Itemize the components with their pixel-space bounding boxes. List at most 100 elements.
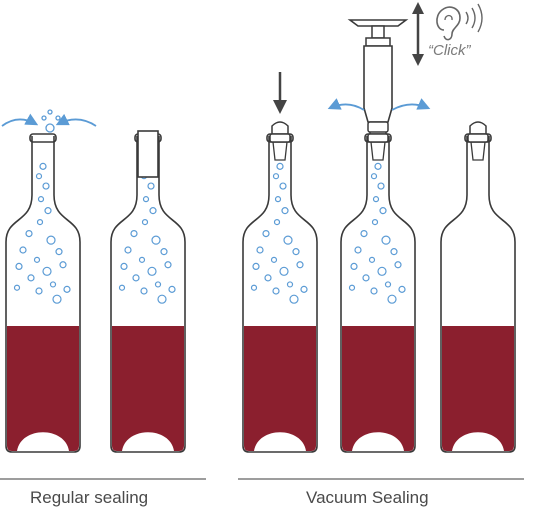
bottle-outline: [340, 136, 416, 453]
air-bubble: [281, 207, 289, 215]
bottle-punt: [254, 432, 306, 451]
air-bubble: [370, 173, 378, 180]
bottle-punt: [452, 432, 504, 451]
air-bubble: [283, 235, 293, 245]
air-bubble: [348, 284, 356, 291]
air-bubble: [147, 266, 157, 276]
air-bubble: [157, 294, 167, 304]
air-bubble: [33, 256, 41, 263]
air-bubble: [41, 115, 47, 121]
air-bubble: [63, 285, 71, 293]
air-bubble: [289, 294, 299, 304]
stopper-plug: [370, 141, 386, 161]
air-bubble: [35, 173, 43, 180]
air-bubble: [372, 196, 380, 203]
air-bubble: [384, 281, 392, 288]
air-bubble: [279, 266, 289, 276]
air-bubble: [379, 207, 387, 215]
bottle-vacuum-pumping: [340, 121, 416, 453]
air-bubble: [55, 248, 63, 256]
pump-motion-arrow-up: [412, 2, 424, 14]
air-bubble: [394, 261, 402, 269]
click-sound-label: “Click”: [428, 42, 471, 59]
bottle-regular-cork: [110, 130, 186, 453]
cork-icon: [137, 130, 159, 178]
pump-handle: [347, 19, 409, 27]
air-bubble: [256, 246, 264, 254]
regular-sealing-label: Regular sealing: [30, 488, 149, 507]
pump-collar: [365, 37, 391, 47]
air-bubble: [36, 219, 44, 226]
bottle-regular-open: [5, 133, 81, 453]
air-out-arrow-right: [391, 98, 431, 111]
air-bubble: [274, 196, 282, 203]
air-bubble: [360, 230, 368, 238]
sound-wave-icon: [465, 11, 469, 25]
stopper-collar: [269, 133, 291, 143]
air-bubble: [368, 256, 376, 263]
air-bubble: [141, 219, 149, 226]
air-bubble: [149, 207, 157, 215]
air-bubble: [168, 285, 176, 293]
air-bubble: [273, 219, 281, 226]
air-out-arrow-left: [327, 98, 365, 111]
air-bubble: [377, 182, 385, 190]
bottle-outline: [5, 136, 81, 453]
air-bubble: [120, 262, 128, 270]
air-bubble: [381, 235, 391, 245]
bottle-outline: [242, 136, 318, 453]
bottle-vacuum-stopper: [242, 121, 318, 453]
bottle-lip: [29, 133, 57, 143]
air-in-arrow-left: [1, 113, 39, 127]
air-bubble: [371, 219, 379, 226]
air-bubble: [350, 262, 358, 270]
air-bubble: [276, 162, 284, 170]
air-bubble: [286, 281, 294, 288]
sound-wave-icon: [471, 7, 476, 29]
bottle-outline: [110, 136, 186, 453]
air-bubble: [398, 285, 406, 293]
vacuum-sealing-label: Vacuum Sealing: [306, 488, 429, 507]
air-bubble: [35, 287, 43, 295]
air-bubble: [142, 196, 150, 203]
air-bubble: [15, 262, 23, 270]
pump-stem: [371, 25, 385, 39]
stopper-plug: [272, 141, 288, 161]
air-in-arrow-right: [55, 113, 97, 127]
air-bubble: [296, 261, 304, 269]
air-bubble: [55, 115, 61, 121]
air-bubble: [164, 261, 172, 269]
bottle-punt: [352, 432, 404, 451]
push-down-arrow-head: [273, 100, 287, 114]
air-bubble: [140, 287, 148, 295]
air-bubble: [370, 287, 378, 295]
air-bubble: [374, 162, 382, 170]
air-bubble: [19, 246, 27, 254]
air-bubble: [132, 274, 140, 282]
air-bubble: [272, 173, 280, 180]
air-bubble: [138, 256, 146, 263]
wine-fill: [7, 326, 79, 451]
bottle-outline: [440, 136, 516, 453]
air-bubble: [42, 182, 50, 190]
air-bubble: [42, 266, 52, 276]
ear-inner: [444, 14, 453, 21]
air-bubble: [52, 294, 62, 304]
air-bubble: [46, 235, 56, 245]
air-bubble: [264, 274, 272, 282]
air-bubble: [377, 266, 387, 276]
air-bubble: [130, 230, 138, 238]
stopper-plug: [470, 141, 486, 161]
stopper-collar: [467, 133, 489, 143]
air-bubble: [45, 123, 55, 133]
air-bubble: [262, 230, 270, 238]
air-bubble: [118, 284, 126, 291]
air-bubble: [39, 162, 47, 170]
air-bubble: [390, 248, 398, 256]
air-bubble: [362, 274, 370, 282]
air-bubble: [147, 182, 155, 190]
air-bubble: [354, 246, 362, 254]
pump-body: [363, 45, 393, 123]
pump-nozzle: [367, 121, 389, 133]
